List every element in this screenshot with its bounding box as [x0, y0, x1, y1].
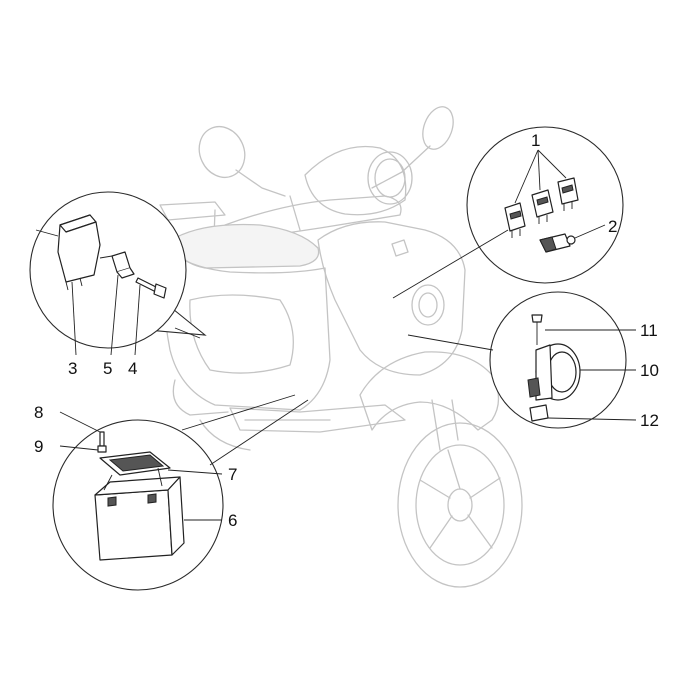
- label-12: 12: [640, 411, 659, 430]
- screw: [135, 277, 167, 299]
- battery: [94, 476, 185, 561]
- pointer-lines: [174, 229, 509, 466]
- label-4: 4: [128, 359, 137, 378]
- label-7: 7: [228, 465, 237, 484]
- relay-set: [504, 177, 579, 238]
- horn-nut: [529, 404, 549, 422]
- scooter-outline: [159, 106, 523, 588]
- label-1: 1: [531, 131, 540, 150]
- strap-screw: [97, 431, 107, 453]
- label-6: 6: [228, 511, 237, 530]
- label-3: 3: [68, 359, 77, 378]
- battery-strap: [99, 451, 171, 491]
- clip-nut: [99, 251, 135, 279]
- label-10: 10: [640, 361, 659, 380]
- label-9: 9: [34, 437, 43, 456]
- label-11: 11: [640, 321, 658, 340]
- horn: [527, 343, 581, 401]
- part-numbers: 1 2 3 5 4 11 10 12 8 9 7 6: [34, 131, 659, 530]
- flasher-relay: [35, 214, 101, 291]
- horn-bolt: [531, 314, 543, 345]
- label-8: 8: [34, 403, 43, 422]
- leader-lines: [59, 149, 637, 521]
- label-5: 5: [103, 359, 112, 378]
- connector: [539, 233, 576, 253]
- label-2: 2: [608, 217, 617, 236]
